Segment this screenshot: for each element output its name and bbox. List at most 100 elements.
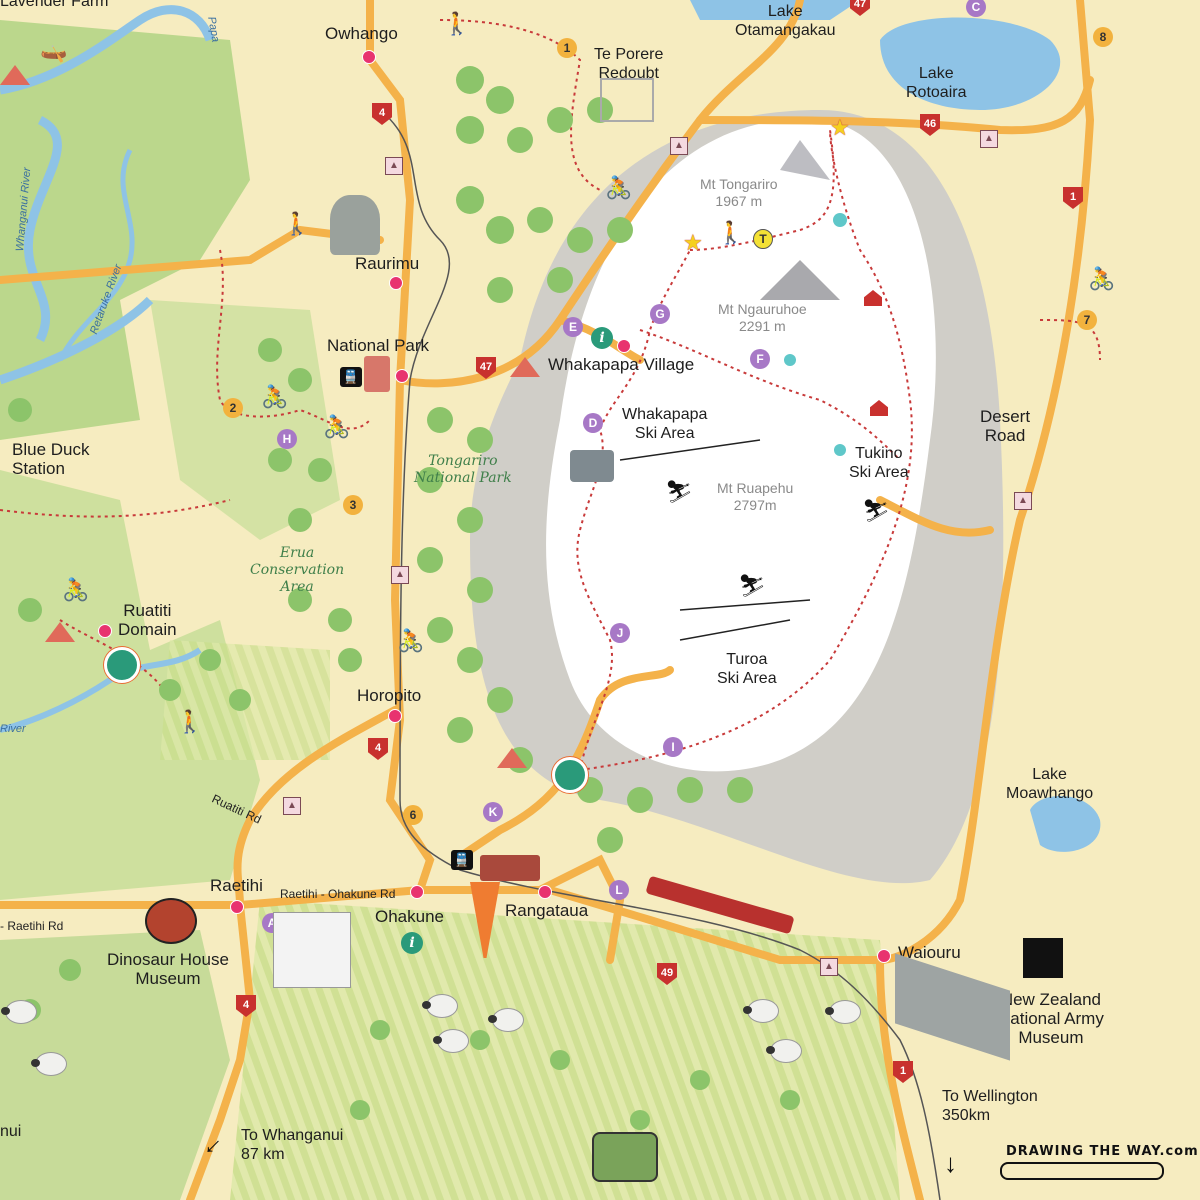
town-dot-ruatiti[interactable] <box>98 624 112 638</box>
forest-clumps <box>8 66 800 1130</box>
info-icon[interactable]: i <box>591 327 613 349</box>
label-lake-moawhango: Lake Moawhango <box>1006 766 1094 802</box>
tama-lake <box>834 444 846 456</box>
label-horopito: Horopito <box>357 686 422 705</box>
label-whakapapa-ski-area: Whakapapa Ski Area <box>622 406 708 442</box>
marker-l[interactable]: L <box>609 880 629 900</box>
label-rangataua: Rangataua <box>505 901 589 920</box>
shield-sh1-south: 1 <box>893 1061 913 1083</box>
skier-icon: ⛷ <box>738 573 766 598</box>
train-icon: 🚆 <box>340 367 362 387</box>
shield-sh47: 47 <box>476 357 496 379</box>
label-owhango: Owhango <box>325 24 398 43</box>
hiker-icon: 🚶 <box>283 211 311 236</box>
road-ruatiti <box>233 706 399 909</box>
track-network <box>0 19 1101 771</box>
label-whakapapa-village: Whakapapa Village <box>548 355 695 374</box>
star-icon: ★ <box>683 230 703 255</box>
town-dot-raurimu[interactable] <box>389 276 403 290</box>
label-ruatiti-domain: Ruatiti Domain <box>118 601 177 639</box>
track-alpine-crossing <box>689 129 835 251</box>
marker-e[interactable]: E <box>563 317 583 337</box>
town-dot-horopito[interactable] <box>388 709 402 723</box>
label-waiouru: Waiouru <box>898 943 961 962</box>
town-dot-ohakune[interactable] <box>410 885 424 899</box>
town-dot-whakapapa[interactable] <box>617 339 631 353</box>
road-tukino <box>876 496 994 537</box>
hut-icon <box>870 400 888 416</box>
tractor-icon <box>592 1132 658 1182</box>
road-rangataua <box>536 854 625 964</box>
southwest-hills <box>0 930 230 1200</box>
station-building-icon <box>480 855 540 881</box>
town-dot-raetihi[interactable] <box>230 900 244 914</box>
dinosaur-icon <box>330 195 380 255</box>
marker-j[interactable]: J <box>610 623 630 643</box>
lake-rotoaira-shape <box>880 17 1061 110</box>
road-sh1 <box>876 0 1095 964</box>
marker-t[interactable]: T <box>753 229 773 249</box>
label-lake-rotoaira: Lake Rotoaira <box>906 65 967 101</box>
shield-sh46: 46 <box>920 114 940 136</box>
marker-d[interactable]: D <box>583 413 603 433</box>
marker-g[interactable]: G <box>650 304 670 324</box>
ski-lift-turoa-2 <box>679 619 791 641</box>
mt-tongariro-shape <box>780 140 830 180</box>
marker-1[interactable]: 1 <box>557 38 577 58</box>
mt-ngauruhoe-shape <box>760 260 840 300</box>
town-dot-owhango[interactable] <box>362 50 376 64</box>
marker-c[interactable]: C <box>966 0 986 17</box>
hiker-icon: 🚶 <box>717 220 745 245</box>
marker-2[interactable]: 2 <box>223 398 243 418</box>
town-dot-national-park[interactable] <box>395 369 409 383</box>
sign-icon: ▲ <box>820 958 838 976</box>
marker-7[interactable]: 7 <box>1077 310 1097 330</box>
ski-lift-whakapapa <box>619 439 761 461</box>
snowfield <box>546 119 936 772</box>
info-icon[interactable]: i <box>401 932 423 954</box>
road-sh4-south <box>186 901 255 1200</box>
label-raetihi-rd: - Raetihi Rd <box>0 919 64 933</box>
railway-line <box>379 109 941 1200</box>
shield-sh4-north: 4 <box>372 103 392 125</box>
river-south <box>0 647 202 733</box>
marker-k[interactable]: K <box>483 802 503 822</box>
sheep-icon <box>31 1052 67 1076</box>
label-raurimu: Raurimu <box>355 254 420 273</box>
marker-i[interactable]: I <box>663 737 683 757</box>
track-round-the-mountain <box>579 129 913 771</box>
marker-6[interactable]: 6 <box>403 805 423 825</box>
town-dot-rangataua[interactable] <box>538 885 552 899</box>
marker-3[interactable]: 3 <box>343 495 363 515</box>
road-sh46 <box>696 76 1094 135</box>
brand-logo[interactable]: DRAWING THE WAY.com <box>1006 1144 1199 1159</box>
hiker-icon: 🚶 <box>176 709 204 734</box>
marker-8[interactable]: 8 <box>1093 27 1113 47</box>
track-west <box>576 249 691 771</box>
hiker-icon: 🚶 <box>443 11 471 36</box>
canoe-icon: 🛶 <box>40 38 68 63</box>
label-mt-ngauruhoe: Mt Ngauruhoe 2291 m <box>718 301 807 334</box>
marker-f[interactable]: F <box>750 349 770 369</box>
sign-icon: ▲ <box>283 797 301 815</box>
label-blue-duck-station: Blue Duck Station <box>12 440 90 478</box>
track-west-lower <box>0 499 231 701</box>
label-lake-otamangakau: Lake Otamangakau <box>735 3 836 39</box>
label-national-park: National Park <box>327 336 430 355</box>
label-army-museum: New Zealand National Army Museum <box>998 990 1104 1047</box>
sign-icon: ▲ <box>385 157 403 175</box>
sheep-icon <box>488 1008 524 1032</box>
farmland <box>230 900 900 1200</box>
arrow-down-icon: ↓ <box>944 1148 957 1178</box>
whakapapa-chalet-icon <box>570 450 614 482</box>
skier-icon: ⛷ <box>862 498 890 523</box>
cyclist-icon: 🚴 <box>605 175 633 200</box>
sheep-icon <box>743 999 779 1023</box>
town-dot-waiouru[interactable] <box>877 949 891 963</box>
blue-lake <box>784 354 796 366</box>
cyclist-icon: 🚴 <box>397 628 425 653</box>
label-tongariro-national-park: Tongariro National Park <box>414 453 512 486</box>
sheep-icon <box>1 1000 37 1024</box>
marker-h[interactable]: H <box>277 429 297 449</box>
